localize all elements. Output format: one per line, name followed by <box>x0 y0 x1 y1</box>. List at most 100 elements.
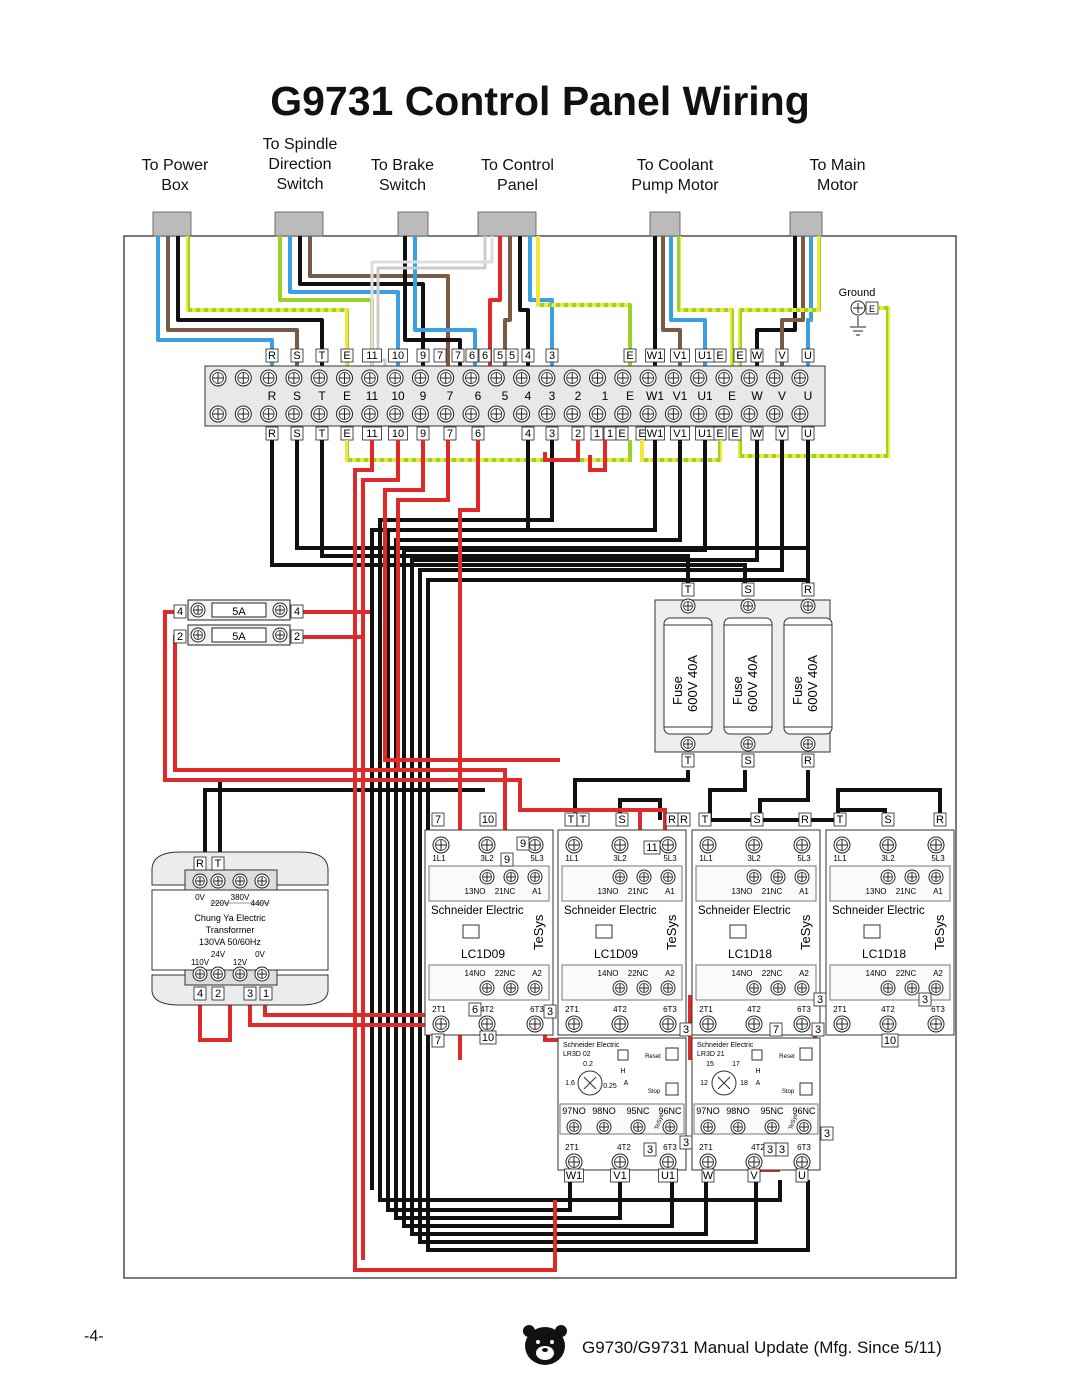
svg-text:Schneider Electric: Schneider Electric <box>431 905 524 917</box>
svg-text:T: T <box>319 350 326 362</box>
svg-text:2: 2 <box>294 631 300 643</box>
terminal-screw-top <box>589 369 606 387</box>
screw-terminal <box>928 980 944 996</box>
svg-text:4T2: 4T2 <box>747 1005 761 1014</box>
terminal-screw-top <box>563 369 581 387</box>
screw-terminal <box>659 1015 677 1033</box>
svg-text:Chung Ya Electric: Chung Ya Electric <box>194 913 266 923</box>
svg-text:6: 6 <box>472 1004 478 1016</box>
svg-text:12V: 12V <box>233 958 248 967</box>
svg-text:U: U <box>804 428 812 440</box>
screw-terminal <box>833 1015 851 1033</box>
terminal-screw-top <box>386 369 404 387</box>
svg-text:LC1D18: LC1D18 <box>862 947 906 961</box>
terminal-top-label: 5 <box>493 348 507 363</box>
terminal-screw-bottom <box>336 405 353 423</box>
svg-text:E: E <box>343 428 350 440</box>
svg-text:R: R <box>804 755 812 767</box>
terminal-label: 7 <box>769 1022 783 1037</box>
terminal-bottom-label: S <box>290 426 304 441</box>
svg-text:7: 7 <box>435 1035 441 1047</box>
terminal-screw-bottom <box>766 405 784 423</box>
screw-terminal <box>192 966 208 982</box>
terminal-label: 10 <box>881 1033 899 1048</box>
terminal-screw-top <box>411 369 429 387</box>
svg-text:5A: 5A <box>232 606 246 618</box>
svg-text:0.25: 0.25 <box>603 1083 617 1090</box>
terminal-bottom-label: 1 <box>603 426 617 441</box>
svg-text:4T2: 4T2 <box>881 1005 895 1014</box>
svg-text:A1: A1 <box>532 887 542 896</box>
terminal-label: S <box>750 812 764 827</box>
svg-text:R: R <box>268 428 276 440</box>
svg-text:2: 2 <box>575 428 581 440</box>
svg-text:R: R <box>804 584 812 596</box>
terminal-screw-top <box>285 369 303 387</box>
svg-text:3: 3 <box>824 1128 830 1140</box>
svg-text:W1: W1 <box>566 1170 583 1182</box>
screw-terminal <box>730 1119 746 1135</box>
screw-terminal <box>680 736 696 752</box>
terminal-mid-label: 9 <box>420 389 427 403</box>
terminal-screw-bottom <box>487 405 505 423</box>
svg-text:22NC: 22NC <box>896 969 917 978</box>
terminal-label: 3 <box>813 992 827 1007</box>
terminal-screw-bottom <box>690 405 708 423</box>
terminal-screw-top <box>664 369 682 387</box>
screw-terminal <box>254 873 270 889</box>
screw-terminal <box>699 836 717 854</box>
terminal-top-label: 11 <box>362 348 382 363</box>
svg-text:LC1D09: LC1D09 <box>594 947 638 961</box>
svg-text:1L1: 1L1 <box>432 854 446 863</box>
terminal-screw-top <box>690 369 708 387</box>
svg-text:440V: 440V <box>251 899 270 908</box>
screw-terminal <box>272 627 288 643</box>
screw-terminal <box>596 1119 612 1135</box>
screw-terminal <box>566 1119 582 1135</box>
terminal-top-label: 6 <box>465 348 479 363</box>
screw-terminal <box>630 1119 646 1135</box>
svg-text:Schneider Electric: Schneider Electric <box>563 1042 620 1049</box>
svg-text:3L2: 3L2 <box>613 854 627 863</box>
svg-text:5: 5 <box>497 350 503 362</box>
screw-terminal <box>928 869 944 885</box>
terminal-mid-label: 1 <box>602 389 609 403</box>
screw-terminal <box>770 869 786 885</box>
terminal-label: 3 <box>679 1135 693 1150</box>
screw-terminal <box>636 980 652 996</box>
screw-terminal <box>254 966 270 982</box>
screw-terminal <box>793 1015 811 1033</box>
terminal-top-label: 5 <box>505 348 519 363</box>
svg-text:9: 9 <box>504 854 510 866</box>
terminal-top-label: E <box>713 348 727 363</box>
terminal-screw-top <box>336 369 353 387</box>
screw-terminal <box>190 627 206 643</box>
fuse-top-label: T <box>681 582 695 597</box>
svg-text:6T3: 6T3 <box>530 1005 544 1014</box>
screw-terminal <box>190 602 206 618</box>
terminal-screw-top <box>437 369 455 387</box>
ground-label: Ground <box>839 287 876 299</box>
screw-terminal <box>800 736 816 752</box>
svg-text:E: E <box>716 428 723 440</box>
cable-glands <box>152 211 823 237</box>
svg-text:5L3: 5L3 <box>931 854 945 863</box>
screw-terminal <box>927 1015 945 1033</box>
svg-text:1L1: 1L1 <box>565 854 579 863</box>
svg-text:7: 7 <box>773 1024 779 1036</box>
fuse-left-label: 2 <box>173 629 187 644</box>
svg-text:V: V <box>778 350 786 362</box>
terminal-screw-top <box>513 369 531 387</box>
fuse-bottom-label: R <box>801 753 815 768</box>
svg-text:13NO: 13NO <box>866 887 887 896</box>
svg-text:V1: V1 <box>613 1170 626 1182</box>
svg-text:6T3: 6T3 <box>931 1005 945 1014</box>
screw-terminal <box>794 980 810 996</box>
svg-text:Fuse: Fuse <box>790 676 805 705</box>
terminal-top-label: W <box>750 348 764 363</box>
